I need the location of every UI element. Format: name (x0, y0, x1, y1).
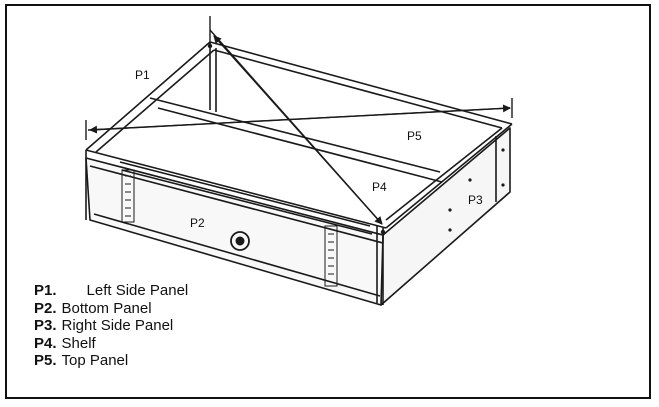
cabinet-frame (85, 41, 513, 306)
legend-code: P2. (34, 299, 57, 317)
legend-item-p1: P1. Left Side Panel (34, 282, 294, 300)
legend-label: Top Panel (61, 352, 129, 369)
legend-item-p2: P2.Bottom Panel (34, 300, 294, 318)
legend-code: P4. (34, 334, 57, 352)
legend-item-p4: P4.Shelf (34, 335, 294, 353)
legend-label: Bottom Panel (61, 299, 152, 317)
legend-item-p3: P3.Right Side Panel (34, 317, 294, 335)
legend-label: Left Side Panel (86, 282, 189, 299)
callout-p2: P2 (190, 216, 205, 230)
legend-label: Right Side Panel (61, 317, 174, 334)
legend-item-p5: P5.Top Panel (34, 352, 294, 370)
legend-code: P5. (34, 352, 57, 369)
front-knob (230, 231, 250, 251)
callout-p1: P1 (135, 68, 150, 82)
callout-p5: P5 (407, 129, 422, 143)
legend-label: Shelf (61, 334, 96, 352)
parts-legend: P1. Left Side Panel P2.Bottom Panel P3.Ri… (34, 282, 294, 370)
legend-code: P3. (34, 317, 57, 334)
callout-p3: P3 (468, 193, 483, 207)
vent-strips (121, 169, 338, 287)
legend-code: P1. (34, 282, 57, 299)
diagonal-arrows (85, 16, 513, 225)
callout-p4: P4 (372, 180, 387, 194)
screw-holes (207, 43, 505, 235)
